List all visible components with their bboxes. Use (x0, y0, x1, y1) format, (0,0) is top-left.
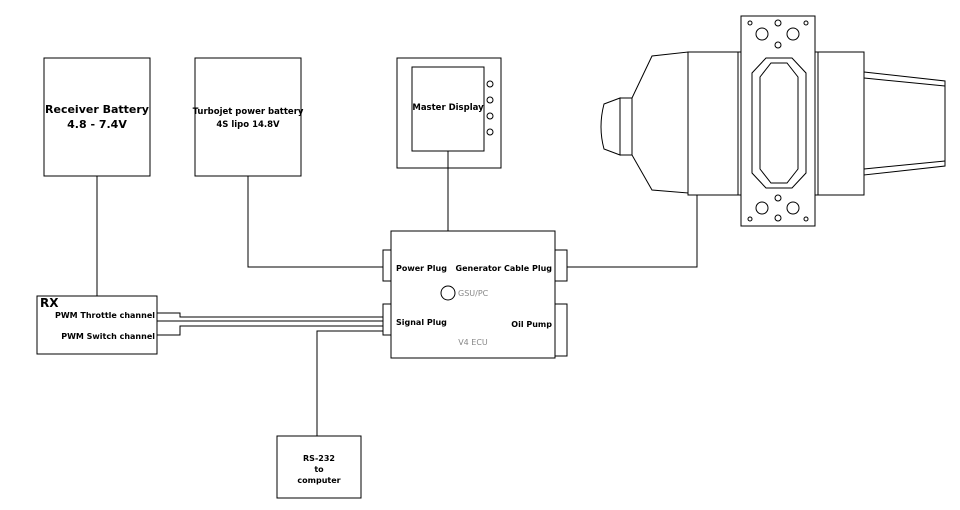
engine-nose-cap (600, 97, 621, 156)
ecu-oil-pump-label: Oil Pump (511, 320, 552, 329)
engine-casing-rear (817, 51, 865, 196)
rx-throttle-channel: PWM Throttle channel (55, 311, 155, 320)
rx-receiver-box: RX PWM Throttle channel PWM Switch chann… (36, 295, 158, 355)
ecu-gsu-label: GSU/PC (458, 289, 489, 298)
rs232-line1: RS-232 (303, 454, 335, 463)
wire-rs232 (316, 330, 383, 436)
turbojet-battery-title: Turbojet power battery (193, 107, 304, 117)
gsu-port-circle (440, 285, 456, 301)
engine-casing-front (687, 51, 739, 196)
bolt-top-left (755, 27, 769, 41)
ecu-generator-plug-label: Generator Cable Plug (456, 264, 553, 273)
wire-turbojet-battery (247, 176, 383, 268)
display-button-3 (486, 112, 494, 120)
bolt-top-small-2 (774, 41, 782, 49)
turbojet-battery-spec: 4S lipo 14.8V (216, 120, 280, 130)
oil-pump-connector (554, 303, 568, 357)
engine-mount-window-inner (759, 62, 799, 184)
generator-plug-connector (554, 249, 568, 282)
wire-switch (157, 325, 383, 336)
tailpipe-line-top (863, 77, 946, 87)
hole-bottom-right (803, 216, 809, 222)
turbojet-battery-box: Turbojet power battery 4S lipo 14.8V (193, 57, 304, 177)
v4-ecu: Power Plug Signal Plug Generator Cable P… (382, 230, 568, 359)
rs232-box: RS-232 to computer (276, 435, 362, 499)
rs232-line2: to (314, 465, 324, 474)
engine-tailpipe (863, 71, 946, 176)
turbojet-engine (600, 15, 946, 227)
rx-switch-channel: PWM Switch channel (61, 332, 155, 341)
ecu-power-plug-label: Power Plug (396, 264, 447, 273)
engine-front-cone (631, 51, 689, 194)
display-button-2 (486, 96, 494, 104)
bolt-top-right (786, 27, 800, 41)
bolt-bottom-right (786, 201, 800, 215)
engine-intake-ring (619, 97, 633, 156)
rs232-line3: computer (297, 476, 340, 485)
wire-generator (567, 195, 698, 268)
bolt-top-small (774, 19, 782, 27)
hole-bottom-left (747, 216, 753, 222)
bolt-bottom-small-2 (774, 214, 782, 222)
hole-top-right (803, 20, 809, 26)
receiver-battery-box: Receiver Battery 4.8 - 7.4V (43, 57, 151, 177)
display-button-4 (486, 128, 494, 136)
bolt-bottom-left (755, 201, 769, 215)
wire-throttle (157, 312, 383, 318)
receiver-battery-voltage: 4.8 - 7.4V (67, 118, 127, 131)
master-display-unit: Master Display (396, 57, 502, 169)
rx-title: RX (40, 296, 59, 310)
power-plug-connector (382, 249, 392, 282)
master-display-label: Master Display (412, 103, 484, 113)
ecu-body (390, 230, 556, 359)
tailpipe-line-bottom (863, 160, 946, 170)
ecu-name: V4 ECU (458, 338, 488, 347)
ecu-signal-plug-label: Signal Plug (396, 318, 447, 327)
signal-plug-connector (382, 303, 392, 336)
master-display-screen (411, 66, 485, 152)
display-button-1 (486, 80, 494, 88)
bolt-bottom-small (774, 194, 782, 202)
hole-top-left (747, 20, 753, 26)
receiver-battery-title: Receiver Battery (45, 103, 149, 116)
